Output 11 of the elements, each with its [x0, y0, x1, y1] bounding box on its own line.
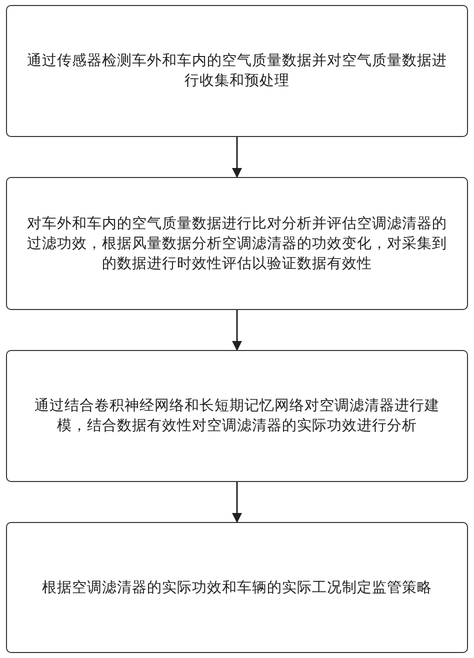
- arrow: [232, 137, 242, 178]
- step-text: 根据空调滤清器的实际功效和车辆的实际工况制定监管策略: [42, 578, 432, 598]
- step-text: 通过结合卷积神经网络和长短期记忆网络对空调滤清器进行建模，结合数据有效性对空调滤清器的实际功效进行分析: [34, 397, 440, 436]
- arrow: [232, 310, 242, 351]
- step-text: 通过传感器检测车外和车内的空气质量数据并对空气质量数据进行收集和预处理: [26, 52, 448, 91]
- process-box: [6, 350, 468, 482]
- process-box: [6, 522, 468, 653]
- process-box: [6, 5, 468, 137]
- step-text: 对车外和车内的空气质量数据进行比对分析并评估空调滤清器的过滤功效，根据风量数据分析空调滤清器的功效变化，对采集到的数据进行时效性评估以验证数据有效性: [26, 214, 448, 274]
- arrow: [232, 482, 242, 523]
- process-box: [6, 177, 468, 310]
